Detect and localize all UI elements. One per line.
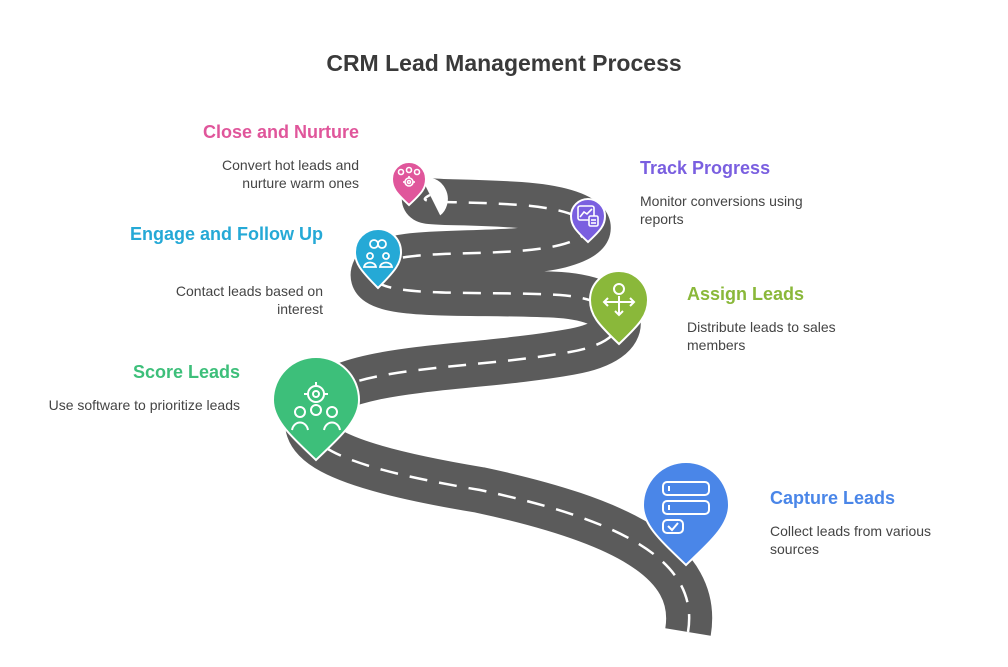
step-assign-leads-title: Assign Leads xyxy=(687,282,887,306)
pin-close-nurture xyxy=(390,161,428,207)
step-capture-leads-desc: Collect leads from various sources xyxy=(770,523,932,557)
pin-score-leads xyxy=(271,356,361,462)
pin-engage-follow-up xyxy=(353,228,403,290)
step-title-text: Engage and Follow Up xyxy=(130,224,323,244)
step-title-text: Assign Leads xyxy=(687,284,805,304)
pin-assign-leads xyxy=(588,270,650,346)
step-score-leads-desc: Use software to prioritize leads xyxy=(48,397,240,413)
step-score-leads-title: Score Leads xyxy=(40,360,240,384)
step-close-nurture-desc: Convert hot leads and nurture warm ones xyxy=(222,157,359,191)
team-gear-icon xyxy=(397,166,421,187)
step-title-text: Track Progress xyxy=(640,158,771,178)
step-engage-desc: Contact leads based on interest xyxy=(175,283,323,317)
pin-capture-leads xyxy=(641,461,731,567)
step-title-text: Score Leads xyxy=(132,362,240,382)
step-title-text: Close and Nurture xyxy=(202,122,359,142)
distribute-person-icon xyxy=(602,283,636,317)
step-engage-title: Engage and Follow Up xyxy=(123,222,323,246)
step-track-progress-title: Track Progress xyxy=(640,156,840,180)
step-capture-leads-title: Capture Leads xyxy=(770,486,990,510)
pin-track-progress xyxy=(569,198,607,244)
page-title: CRM Lead Management Process xyxy=(326,50,682,76)
step-track-progress-desc: Monitor conversions using reports xyxy=(640,193,803,227)
form-fields-icon xyxy=(662,481,710,534)
step-close-nurture-title: Close and Nurture xyxy=(139,120,359,144)
step-title-text: Capture Leads xyxy=(770,488,896,508)
report-chart-icon xyxy=(577,205,599,227)
team-scoring-icon xyxy=(291,382,341,431)
step-assign-leads-desc: Distribute leads to sales members xyxy=(687,319,836,353)
connected-people-icon xyxy=(362,239,394,268)
